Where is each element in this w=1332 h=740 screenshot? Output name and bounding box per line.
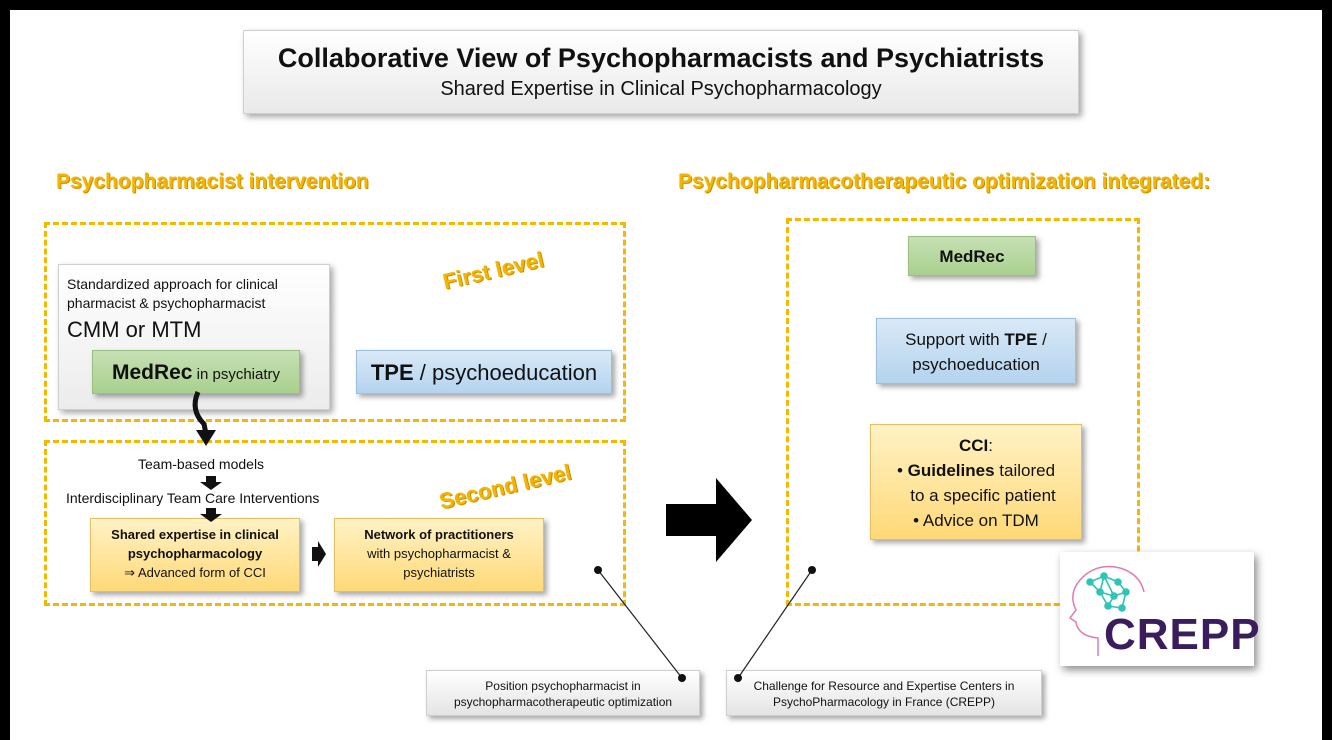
medrec-arrowhead	[196, 430, 216, 446]
medrec-psychiatry-box: MedRec in psychiatry	[92, 350, 300, 394]
crepp-logo-mark	[1068, 565, 1145, 656]
team-based-models-label: Team-based models	[138, 456, 265, 472]
guidelines-rest: tailored	[994, 461, 1056, 480]
network-line-1: Network of practitioners	[364, 527, 514, 542]
logo-network-node	[1114, 578, 1122, 586]
challenge-note-line-2: PsychoPharmacology in France (CREPP)	[772, 695, 996, 709]
logo-network-node	[1118, 604, 1126, 612]
shared-expertise-line-2: psychopharmacology	[127, 546, 263, 561]
position-note-line-2: psychopharmacotherapeutic optimization	[453, 695, 673, 709]
down-arrow-1	[200, 476, 222, 490]
standardized-line-1: Standardized approach for clinical	[67, 276, 278, 292]
logo-network-node	[1100, 572, 1108, 580]
position-pointer-dot-bottom	[678, 674, 686, 682]
right-section-heading: Psychopharmacotherapeutic optimization i…	[678, 170, 1211, 193]
tpe-label: TPE	[370, 360, 414, 385]
right-arrow-small	[312, 541, 326, 567]
main-title: Collaborative View of Psychopharmacists …	[277, 43, 1045, 73]
challenge-pointer-line	[737, 569, 813, 679]
subtitle: Shared Expertise in Clinical Psychopharm…	[440, 78, 882, 100]
connectors-layer	[192, 390, 816, 682]
diagram-canvas: Collaborative View of Psychopharmacists …	[10, 10, 1322, 740]
logo-network-node	[1110, 592, 1118, 600]
crepp-logo-text: CREPP	[1104, 610, 1261, 659]
cmm-mtm-label: CMM or MTM	[67, 317, 202, 342]
second-level-frame	[44, 440, 626, 606]
logo-network-node	[1122, 588, 1130, 596]
support-prefix: Support with	[905, 330, 1005, 349]
logo-network-node	[1086, 578, 1094, 586]
position-pointer-line	[597, 569, 683, 679]
psychoeducation-label: / psychoeducation	[413, 360, 598, 385]
network-line-2: with psychopharmacist &	[367, 546, 511, 561]
network-line-3: psychiatrists	[403, 565, 475, 580]
first-level-frame	[44, 222, 626, 422]
network-practitioners-box: Network of practitioners with psychophar…	[334, 518, 544, 592]
challenge-note-line-1: Challenge for Resource and Expertise Cen…	[753, 679, 1015, 693]
logo-network-node	[1096, 588, 1104, 596]
shared-expertise-line-1: Shared expertise in clinical	[111, 527, 279, 542]
position-pointer-dot-top	[594, 566, 602, 574]
integrated-frame	[786, 218, 1140, 606]
support-tpe-box: Support with TPE / psychoeducation	[876, 318, 1076, 384]
medrec-suffix: in psychiatry	[192, 366, 281, 383]
left-section-heading: Psychopharmacist intervention	[56, 170, 369, 193]
big-right-arrow	[666, 478, 752, 562]
guidelines-line-2: to a specific patient	[910, 486, 1056, 505]
tpe-psychoeducation-box: TPE / psychoeducation	[356, 350, 612, 394]
medrec-label: MedRec	[111, 361, 193, 384]
cci-box: CCI: • Guidelines tailored to a specific…	[870, 424, 1082, 540]
standardized-line-2: pharmacist & psychopharmacist	[67, 295, 266, 311]
support-tpe-label: TPE	[1004, 330, 1038, 349]
challenge-note-box: Challenge for Resource and Expertise Cen…	[726, 670, 1042, 716]
guidelines-label: Guidelines	[907, 461, 995, 480]
down-arrow-2	[200, 508, 222, 522]
support-psychoeducation-line: psychoeducation	[912, 355, 1040, 374]
support-suffix: /	[1037, 330, 1047, 349]
challenge-pointer-dot-top	[808, 566, 816, 574]
position-note-line-1: Position psychopharmacist in	[485, 679, 641, 693]
medrec-integrated-box: MedRec	[908, 236, 1036, 276]
title-box: Collaborative View of Psychopharmacists …	[243, 30, 1079, 114]
logo-network-node	[1104, 602, 1112, 610]
interdisciplinary-label: Interdisciplinary Team Care Intervention…	[66, 490, 320, 506]
position-note-box: Position psychopharmacist in psychopharm…	[426, 670, 700, 716]
advanced-cci-line: ⇒ Advanced form of CCI	[124, 565, 266, 580]
medrec-integrated-label: MedRec	[939, 247, 1005, 266]
crepp-logo: CREPP	[1060, 552, 1260, 666]
shared-expertise-box: Shared expertise in clinical psychopharm…	[90, 518, 300, 592]
medrec-to-second-level-arrow	[192, 390, 209, 435]
cci-title: CCI	[958, 436, 989, 455]
advice-tdm-label: Advice on TDM	[922, 511, 1039, 530]
cci-colon: :	[988, 436, 993, 455]
challenge-pointer-dot-bottom	[734, 674, 742, 682]
